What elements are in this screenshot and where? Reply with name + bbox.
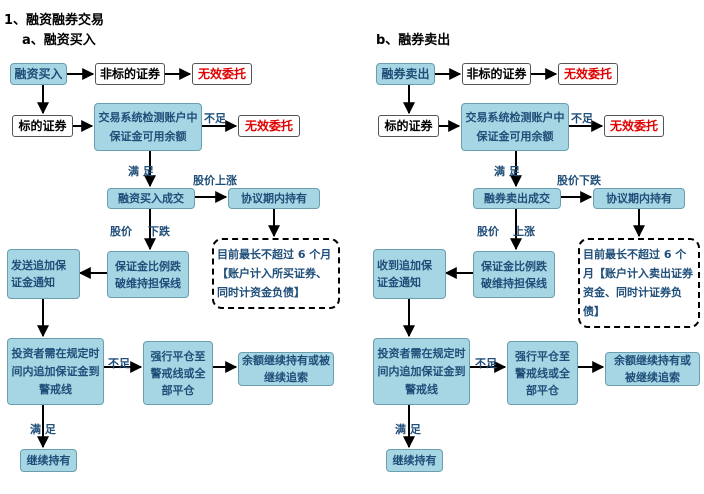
- left-deal-box: 融资买入成交: [107, 188, 195, 209]
- right-holding-note: 目前最长不超过 6 个月【账户计入卖出证券资金、同时计证券负债】: [578, 238, 700, 328]
- right-deal-box: 融券卖出成交: [473, 188, 561, 209]
- heading: 1、融资融券交易: [4, 13, 105, 28]
- left-price-dir-label: 下跌: [148, 225, 170, 238]
- right-remaining-box: 余额继续持有或被继续追索: [605, 352, 700, 386]
- left-holding-note: 目前最长不超过 6 个月【账户计入所买证券、同时计资金负债】: [212, 238, 340, 309]
- left-sufficient-label-2: 满 足: [30, 423, 56, 436]
- left-price-rise-label: 股价上涨: [193, 174, 237, 187]
- left-title: a、融资买入: [22, 33, 96, 48]
- right-deadline-box: 投资者需在规定时间内追加保证金到警戒线: [373, 338, 470, 405]
- left-invalid-order-1: 无效委托: [192, 63, 252, 85]
- right-start-box: 融券卖出: [376, 63, 435, 85]
- right-margin-check-box: 交易系统检测账户中保证金可用余额: [461, 103, 569, 151]
- left-hold-box: 协议期内持有: [228, 188, 320, 209]
- left-ratio-box: 保证金比例跌破维持担保线: [107, 251, 189, 298]
- right-invalid-order-1: 无效委托: [558, 63, 618, 85]
- left-deadline-box: 投资者需在规定时间内追加保证金到警戒线: [7, 338, 104, 405]
- right-force-close-box: 强行平仓至警戒线或全部平仓: [507, 341, 578, 405]
- left-non-target-box: 非标的证券: [95, 63, 165, 85]
- left-notify-box: 发送追加保证金通知: [7, 249, 80, 299]
- right-insufficient-label: 不足: [571, 112, 593, 125]
- right-invalid-order-2: 无效委托: [604, 115, 664, 137]
- right-price-fall-label: 股价下跌: [557, 174, 601, 187]
- left-target-box: 标的证券: [12, 115, 73, 137]
- left-remaining-box: 余额继续持有或被继续追索: [238, 352, 334, 386]
- left-start-box: 融资买入: [10, 63, 67, 85]
- left-continue-box: 继续持有: [20, 449, 77, 472]
- left-insufficient-label: 不足: [204, 112, 226, 125]
- right-price-dir-label: 上涨: [513, 225, 535, 238]
- right-ratio-box: 保证金比例跌破维持担保线: [473, 251, 555, 298]
- right-sufficient-label: 满 足: [494, 165, 520, 178]
- left-force-close-box: 强行平仓至警戒线或全部平仓: [143, 341, 213, 405]
- right-continue-box: 继续持有: [386, 449, 443, 472]
- left-margin-check-box: 交易系统检测账户中保证金可用余额: [94, 103, 202, 151]
- left-sufficient-label: 满 足: [128, 165, 154, 178]
- left-invalid-order-2: 无效委托: [238, 115, 300, 137]
- left-insufficient-label-2: 不足: [108, 357, 130, 370]
- right-hold-box: 协议期内持有: [593, 188, 685, 209]
- right-notify-box: 收到追加保证金通知: [373, 249, 446, 299]
- right-insufficient-label-2: 不足: [475, 357, 497, 370]
- right-non-target-box: 非标的证券: [462, 63, 531, 85]
- right-title: b、融券卖出: [376, 33, 451, 48]
- right-price-label: 股价: [477, 225, 499, 238]
- left-price-label: 股价: [110, 225, 132, 238]
- right-sufficient-label-2: 满 足: [395, 423, 421, 436]
- right-target-box: 标的证券: [378, 115, 439, 137]
